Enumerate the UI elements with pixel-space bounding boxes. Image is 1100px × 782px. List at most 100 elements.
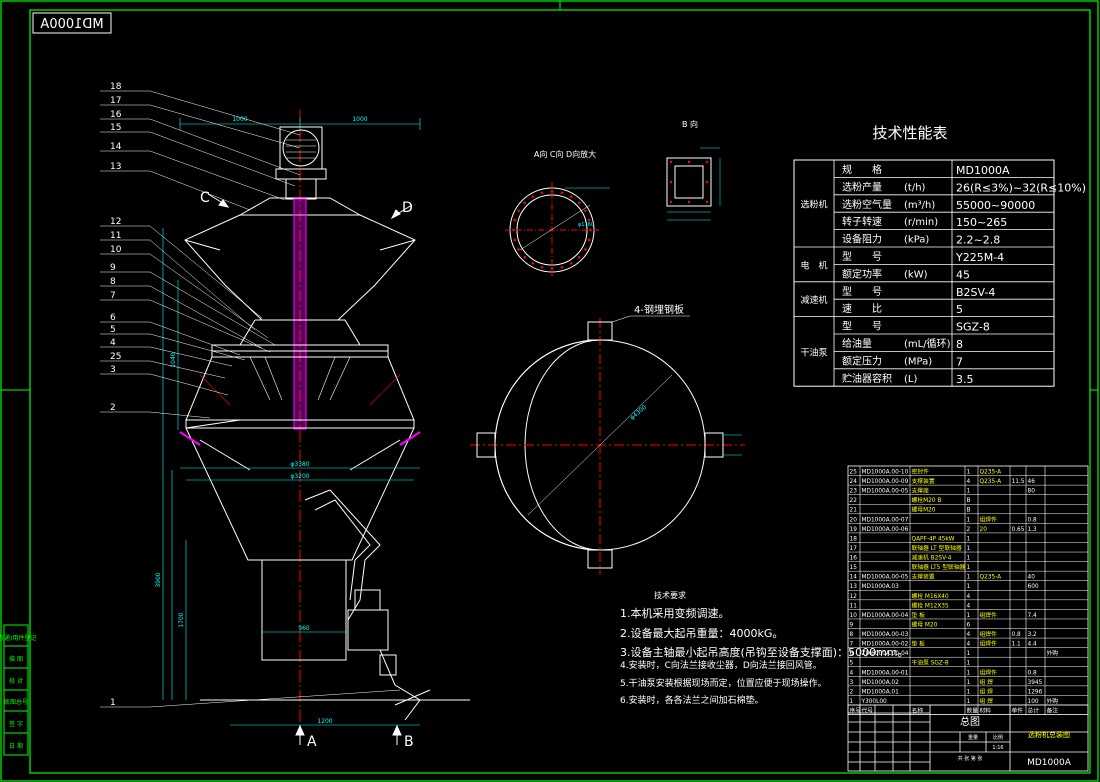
- spec-row-value: 55000~90000: [956, 199, 1035, 212]
- spec-row-unit: (m³/h): [904, 200, 935, 211]
- tech-req-item-5: 6.安装时，各各法兰之间加石棉垫。: [620, 694, 764, 706]
- balloon-number: 16: [110, 110, 122, 120]
- tech-req-item-1: 2.设备最大起吊重量：4000kG。: [620, 626, 783, 640]
- dim-top-right: 1000: [352, 116, 367, 123]
- bolt-hole: [569, 195, 573, 198]
- bom-cell: 干油泵 SGZ-8: [912, 659, 949, 667]
- bom-cell: 46: [1028, 479, 1036, 485]
- bom-cell: 1: [967, 661, 971, 667]
- sheet-label: 共 张 第 张: [958, 755, 983, 762]
- bolt-hole: [513, 238, 517, 242]
- spec-row-unit: (mL/循环): [904, 337, 951, 350]
- strip-cell-1: 描 图: [9, 655, 23, 663]
- bom-cell: 11.5: [1012, 479, 1025, 485]
- section-label-a: A: [307, 734, 317, 750]
- bom-cell: 1: [967, 575, 971, 581]
- bom-header-cell: 备注: [1047, 707, 1059, 715]
- bolt-hole: [584, 247, 587, 251]
- balloon-number: 4: [110, 338, 116, 348]
- bolt-hole: [587, 218, 591, 222]
- bolt-hole: [540, 191, 544, 195]
- bom-cell: 支撑装置: [912, 477, 935, 485]
- scale-value: 1:16: [992, 745, 1003, 751]
- bom-cell: 4: [967, 642, 971, 648]
- spec-row-label: 转子转速: [842, 215, 882, 228]
- bom-cell: MD1000A.03: [862, 584, 900, 590]
- bom-cell: 支撑座: [912, 487, 930, 495]
- balloon-leader: [149, 285, 263, 349]
- strip-cell-5: 日 期: [9, 742, 23, 750]
- bom-cell: 100: [1028, 699, 1039, 705]
- bom-cell: 3945: [1028, 680, 1043, 686]
- bom-cell: 80: [1028, 489, 1036, 495]
- bom-cell: 组 焊: [980, 687, 994, 695]
- bom-cell: 23: [850, 489, 858, 495]
- spec-row-label: 型 号: [842, 285, 882, 298]
- bom-cell: MD1000A.00-05: [862, 489, 909, 495]
- spec-row-value: 3.5: [956, 373, 974, 386]
- balloon-leader: [149, 321, 241, 356]
- spec-row-value: B2SV-4: [956, 286, 995, 299]
- bom-cell: 22: [850, 498, 858, 504]
- spec-row-unit: (r/min): [904, 217, 938, 228]
- bolt-hole: [523, 255, 527, 259]
- bom-cell: 9: [850, 622, 854, 628]
- tech-req-title: 技术要求: [654, 590, 686, 600]
- bom-cell: MD1000A.00-03: [862, 632, 909, 638]
- bom-cell: 1: [967, 651, 971, 657]
- bom-cell: 螺栓M20 B: [912, 496, 942, 504]
- bom-cell: 20: [980, 527, 988, 533]
- strip-cell-3: 底图总号: [4, 698, 28, 706]
- bom-cell: 组 焊: [980, 678, 994, 686]
- bom-cell: MD1000A.00-06: [862, 527, 909, 533]
- tech-req-item-4: 5.干油泵安装根据现场而定，位置应便于现场操作。: [620, 677, 827, 689]
- bom-header-cell: 单件: [1012, 707, 1024, 715]
- bom-cell: B: [967, 498, 971, 504]
- main-view-dimensions: 1000 1000 φ3380 φ3200 1200 960 1040 3900…: [155, 116, 368, 725]
- bom-cell: 外购: [1047, 697, 1059, 705]
- balloon-leader: [149, 253, 269, 339]
- drawing-number: MD1000A: [1027, 758, 1072, 768]
- bom-cell: 螺栓 M12X35: [912, 601, 949, 609]
- spec-table-title: 技术性能表: [872, 124, 947, 142]
- balloon-number: 15: [110, 123, 121, 133]
- strip-cell-0: 借(通)用件登记: [0, 634, 36, 642]
- bom-cell: 1: [967, 613, 971, 619]
- bom-cell: 1: [967, 470, 971, 476]
- bolt-hole: [513, 218, 517, 222]
- balloon-leader: [149, 150, 286, 201]
- strip-cell-4: 签 字: [9, 720, 23, 728]
- bom-cell: 3.2: [1028, 632, 1038, 638]
- balloon-number: 10: [110, 245, 122, 255]
- bom-cell: 6: [850, 651, 854, 657]
- balloon-number: 13: [110, 162, 121, 172]
- bom-cell: 10: [850, 613, 858, 619]
- bom-cell: 1: [967, 699, 971, 705]
- dim-top-left: 1000: [232, 116, 247, 123]
- bom-cell: 4: [967, 603, 971, 609]
- bom-cell: Q235-A: [980, 479, 1002, 485]
- bolt-hole: [587, 238, 591, 242]
- balloon-leader: [149, 411, 211, 419]
- balloon-leader: [149, 225, 263, 319]
- balloon-leader: [149, 346, 233, 367]
- bom-cell: 0.8: [1028, 670, 1038, 676]
- balloon-number: 3: [110, 365, 116, 375]
- dim-base-width: φ3380: [290, 461, 309, 468]
- spec-row-label: 额定功率: [842, 267, 882, 280]
- balloon-number: 5: [110, 325, 116, 335]
- balloon-number: 17: [110, 96, 121, 106]
- bom-cell: 螺母 M20: [912, 620, 938, 628]
- bom-cell: MD1000A.00-07: [862, 517, 909, 523]
- bom-cell: 螺栓 M16X40: [912, 592, 949, 600]
- dim-vert-2: 3900: [155, 572, 162, 587]
- left-sign-strip: 借(通)用件登记 描 图 校 对 底图总号 签 字 日 期: [0, 624, 36, 756]
- dim-vert-1: 1040: [170, 352, 177, 367]
- bom-cell: 11: [850, 603, 858, 609]
- bom-cell: 19: [850, 527, 858, 533]
- spec-row-value: 150~265: [956, 216, 1007, 229]
- bom-cell: 1: [967, 489, 971, 495]
- bom-cell: 1: [967, 584, 971, 590]
